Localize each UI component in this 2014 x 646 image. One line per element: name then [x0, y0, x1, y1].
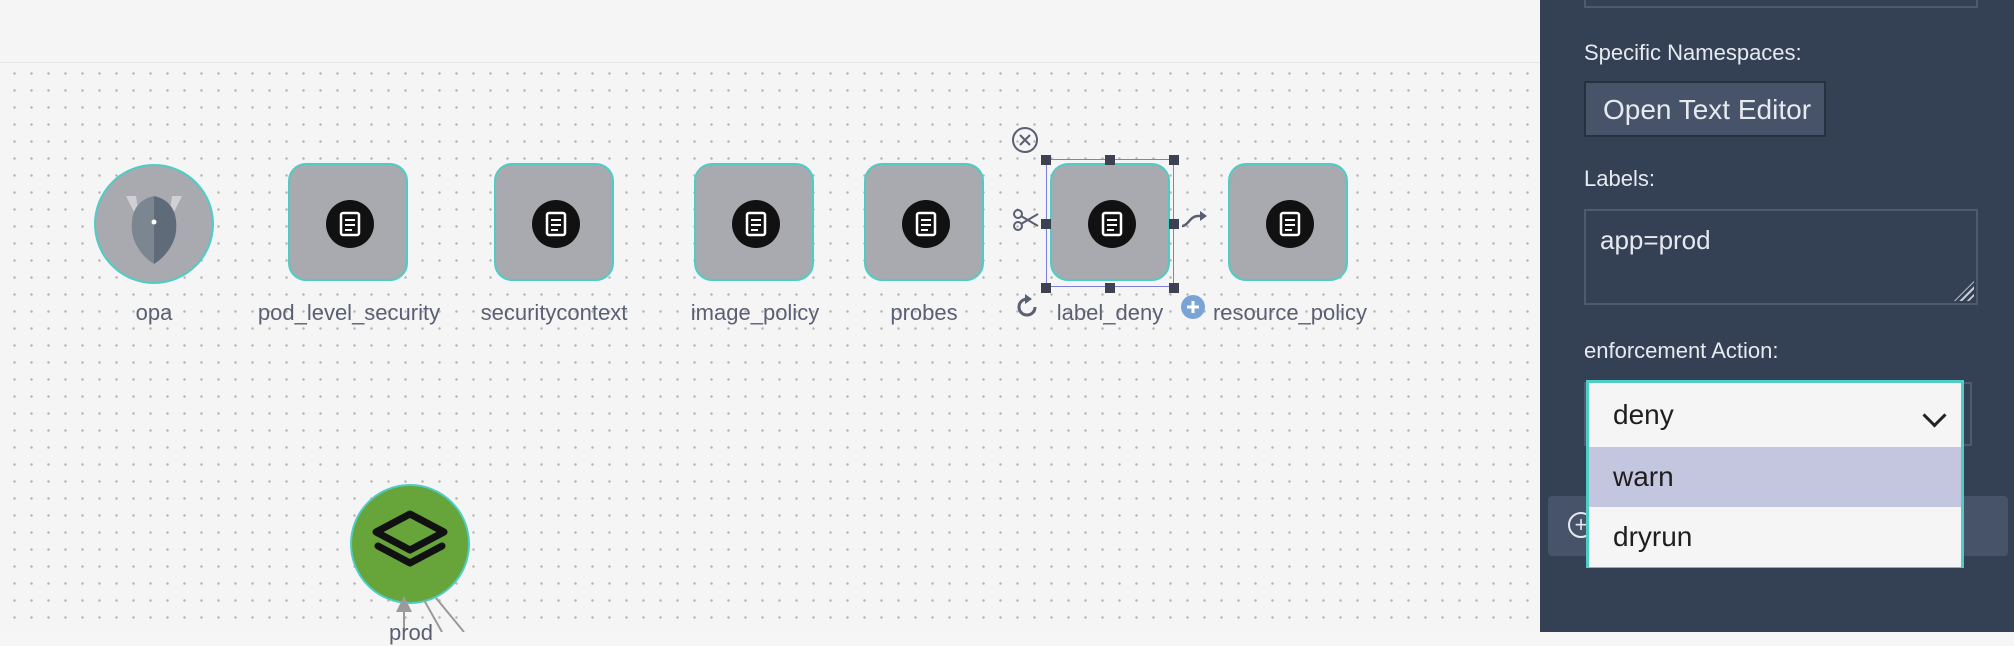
enforcement-action-dropdown[interactable]: deny warn dryrun	[1586, 380, 1964, 568]
resize-handle[interactable]	[1041, 155, 1051, 165]
edge-arrows	[396, 596, 465, 632]
scissors-icon[interactable]	[1012, 206, 1040, 234]
node-label-prod: prod	[388, 620, 434, 645]
node-label-image-policy: image_policy	[690, 300, 820, 325]
enforcement-action-selected[interactable]: deny	[1589, 383, 1961, 447]
resize-handle[interactable]	[1169, 283, 1179, 293]
canvas-grid[interactable]	[0, 63, 1540, 632]
scroll-icon	[326, 200, 374, 248]
opa-logo-icon	[94, 164, 214, 284]
chevron-down-icon	[1922, 403, 1947, 428]
labels-textarea[interactable]: app=prod	[1584, 209, 1978, 305]
node-label-securitycontext: securitycontext	[480, 300, 628, 325]
dropdown-option-warn[interactable]: warn	[1589, 447, 1961, 507]
layers-icon	[366, 500, 454, 593]
node-label-label-deny: label_deny	[1056, 300, 1164, 325]
node-label-probes: probes	[890, 300, 958, 325]
connect-link-icon[interactable]	[1180, 208, 1210, 234]
resize-handle[interactable]	[1105, 283, 1115, 293]
node-label-opa: opa	[135, 300, 173, 325]
node-label-resource-policy: resource_policy	[1212, 300, 1368, 325]
scroll-icon	[1266, 200, 1314, 248]
scroll-icon	[732, 200, 780, 248]
canvas-toolbar-area	[0, 0, 1540, 63]
close-icon[interactable]	[1011, 126, 1039, 154]
selected-value: deny	[1613, 399, 1674, 430]
add-connection-icon[interactable]	[1180, 294, 1206, 320]
resize-grip-icon[interactable]	[1954, 281, 1974, 301]
specific-namespaces-label: Specific Namespaces:	[1584, 40, 1802, 65]
labels-value: app=prod	[1600, 225, 1711, 255]
open-text-editor-button[interactable]: Open Text Editor	[1584, 81, 1826, 137]
field-above[interactable]	[1584, 0, 1978, 8]
resize-handle[interactable]	[1169, 155, 1179, 165]
scroll-icon	[1088, 200, 1136, 248]
design-canvas[interactable]: opa pod_level_security securitycontext i…	[0, 0, 1540, 645]
dropdown-option-dryrun[interactable]: dryrun	[1589, 507, 1961, 567]
resize-handle[interactable]	[1041, 283, 1051, 293]
labels-label: Labels:	[1584, 166, 1655, 191]
node-label-pod-level-security: pod_level_security	[257, 300, 441, 325]
enforcement-action-label: enforcement Action:	[1584, 338, 1779, 363]
scroll-icon	[902, 200, 950, 248]
resize-handle[interactable]	[1041, 219, 1051, 229]
resize-handle[interactable]	[1105, 155, 1115, 165]
selection-frame	[1046, 159, 1174, 287]
rotate-icon[interactable]	[1013, 293, 1041, 321]
node-namespace-prod[interactable]	[350, 484, 470, 604]
scroll-icon	[532, 200, 580, 248]
resize-handle[interactable]	[1169, 219, 1179, 229]
